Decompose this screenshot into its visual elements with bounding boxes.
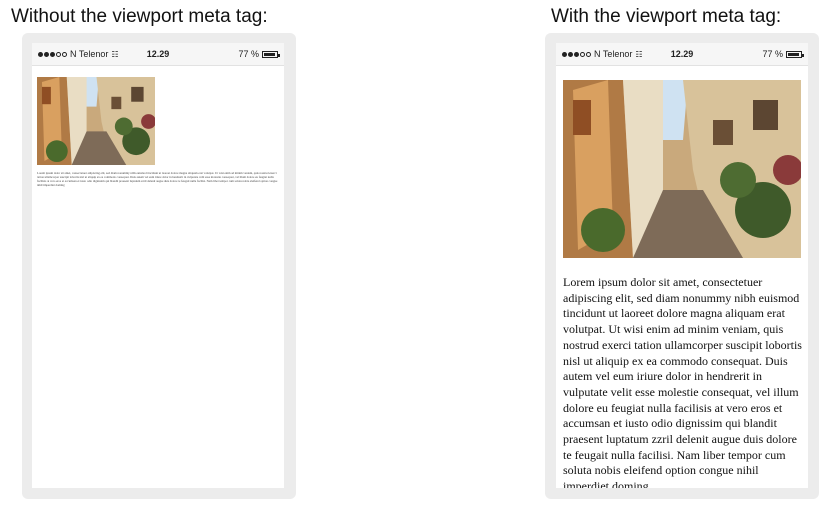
caption-with-viewport: With the viewport meta tag: xyxy=(551,6,782,27)
phone-with-viewport: N Telenor ☷ 12.29 77 % xyxy=(545,33,819,499)
carrier-label: N Telenor xyxy=(594,49,633,59)
wifi-icon: ☷ xyxy=(635,49,643,59)
battery-icon xyxy=(786,50,804,58)
street-photo xyxy=(563,80,801,258)
article-text-tiny: Lorem ipsum dolor sit amet, consectetuer… xyxy=(37,171,278,187)
battery-percent-label: 77 % xyxy=(762,49,783,59)
carrier-label: N Telenor xyxy=(70,49,109,59)
phone-without-viewport: N Telenor ☷ 12.29 77 % xyxy=(22,33,296,499)
status-bar: N Telenor ☷ 12.29 77 % xyxy=(32,43,284,66)
clock-label: 12.29 xyxy=(146,49,170,59)
wifi-icon: ☷ xyxy=(111,49,119,59)
caption-without-viewport: Without the viewport meta tag: xyxy=(11,6,268,27)
signal-strength-icon xyxy=(38,51,67,57)
signal-strength-icon xyxy=(562,51,591,57)
article-text: Lorem ipsum dolor sit amet, consectetuer… xyxy=(563,275,802,488)
street-photo xyxy=(37,77,155,165)
status-bar: N Telenor ☷ 12.29 77 % xyxy=(556,43,808,66)
battery-icon xyxy=(262,50,280,58)
phone-screen: N Telenor ☷ 12.29 77 % xyxy=(556,43,808,488)
battery-percent-label: 77 % xyxy=(238,49,259,59)
phone-screen: N Telenor ☷ 12.29 77 % xyxy=(32,43,284,488)
clock-label: 12.29 xyxy=(670,49,694,59)
